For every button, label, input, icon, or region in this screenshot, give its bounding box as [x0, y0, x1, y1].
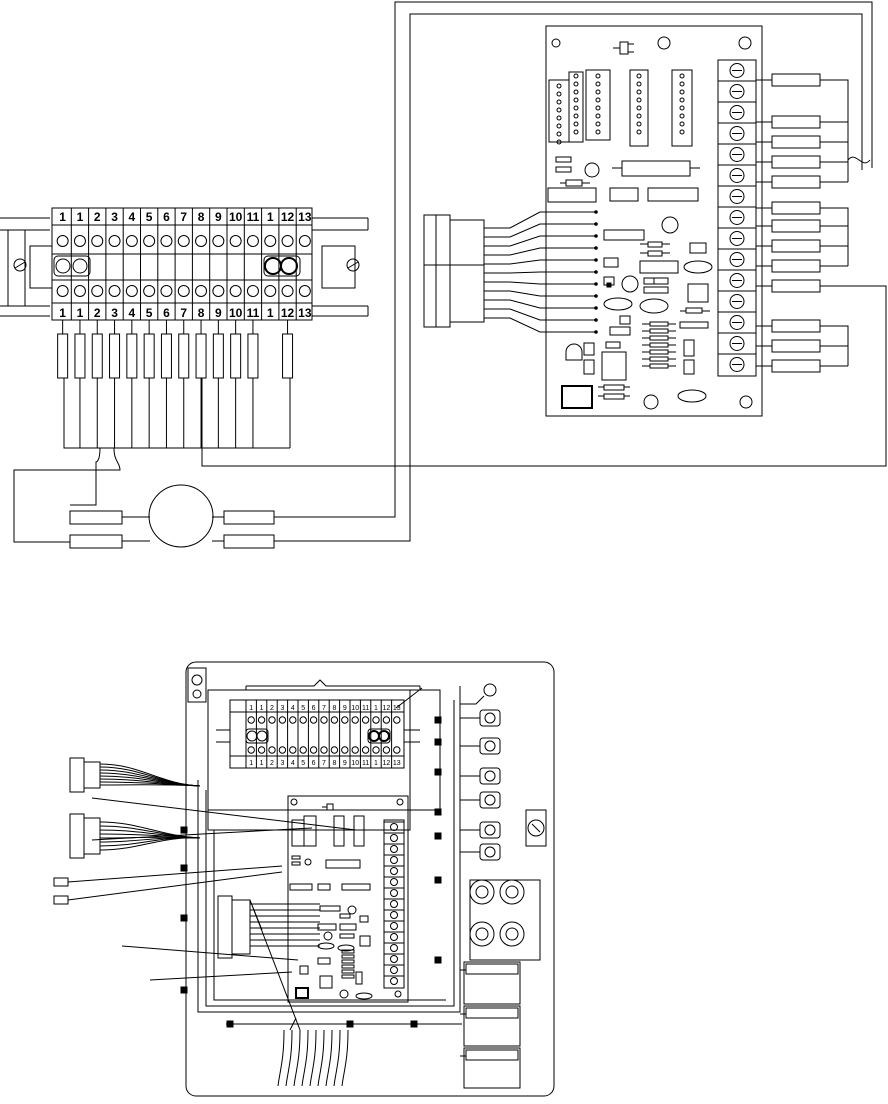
- small-terminal-label-top: 9: [343, 705, 347, 712]
- plug-icon: [613, 41, 634, 55]
- terminal-label-top: 1: [77, 210, 84, 224]
- small-terminal-label-top: 4: [291, 705, 295, 712]
- small-terminal-label-top: 2: [270, 705, 274, 712]
- small-terminal-label-top: 11: [362, 705, 369, 712]
- terminal-label-top: 7: [180, 210, 187, 224]
- terminal-label-top: 8: [198, 210, 205, 224]
- din-rail: [0, 217, 369, 317]
- small-terminal-label-top: 10: [351, 705, 359, 712]
- control-panel: [53, 661, 555, 1097]
- terminal-label-bottom: 6: [163, 306, 170, 320]
- terminal-label-bottom: 7: [180, 306, 187, 320]
- motor-icon: [69, 1, 873, 549]
- terminal-label-top: 1: [59, 210, 66, 224]
- terminal-label-bottom: 1: [267, 306, 274, 320]
- small-terminal-label-bottom: 2: [270, 760, 274, 767]
- terminal-label-top: 3: [111, 210, 118, 224]
- terminal-label-bottom: 11: [247, 306, 260, 320]
- small-terminal-label-top: 1: [260, 705, 264, 712]
- mount-screw-right: [346, 258, 360, 272]
- small-terminal-label-bottom: 7: [322, 760, 326, 767]
- small-terminal-label-bottom: 1: [260, 760, 264, 767]
- small-terminal-label-top: 5: [301, 705, 305, 712]
- small-terminal-label-bottom: 1: [249, 760, 253, 767]
- jumper-1-2: [53, 255, 91, 277]
- small-terminal-label-top: 13: [393, 705, 401, 712]
- terminal-label-bottom: 10: [229, 306, 243, 320]
- terminal-label-bottom: 12: [281, 306, 295, 320]
- control-board: [545, 25, 763, 417]
- terminal-label-top: 2: [94, 210, 101, 224]
- small-terminal-label-top: 6: [312, 705, 316, 712]
- small-terminal-label-top: 1: [374, 705, 378, 712]
- terminal-label-top: 11: [247, 210, 260, 224]
- terminal-label-bottom: 8: [198, 306, 205, 320]
- terminal-label-bottom: 9: [215, 306, 222, 320]
- small-terminal-label-bottom: 13: [393, 760, 401, 767]
- board-connector: [423, 210, 598, 334]
- small-terminal-label-top: 12: [383, 705, 391, 712]
- small-terminal-label-bottom: 3: [280, 760, 284, 767]
- wire-connectors: [57, 320, 294, 448]
- terminal-label-bottom: 5: [146, 306, 153, 320]
- terminal-label-top: 5: [146, 210, 153, 224]
- small-terminal-label-bottom: 1: [374, 760, 378, 767]
- terminal-label-top: 13: [298, 210, 312, 224]
- small-terminal-label-top: 7: [322, 705, 326, 712]
- ground-icon: [460, 683, 497, 705]
- terminal-label-bottom: 1: [59, 306, 66, 320]
- small-terminal-label-top: 1: [249, 705, 253, 712]
- small-terminal-label-top: 3: [280, 705, 284, 712]
- terminal-label-top: 12: [281, 210, 295, 224]
- terminal-label-bottom: 1: [77, 306, 84, 320]
- small-terminal-label-bottom: 4: [291, 760, 295, 767]
- terminal-strip-top: [51, 207, 313, 321]
- terminal-label-top: 1: [267, 210, 274, 224]
- small-terminal-label-bottom: 5: [301, 760, 305, 767]
- terminal-label-bottom: 13: [298, 306, 312, 320]
- terminal-label-bottom: 3: [111, 306, 118, 320]
- small-terminal-label-top: 8: [332, 705, 336, 712]
- relay-icon: [469, 879, 541, 961]
- terminal-label-top: 9: [215, 210, 222, 224]
- jumper-12-13: [263, 255, 301, 277]
- terminal-label-top: 4: [129, 210, 136, 224]
- small-terminal-label-bottom: 12: [383, 760, 391, 767]
- terminal-label-top: 10: [229, 210, 243, 224]
- terminal-label-top: 6: [163, 210, 170, 224]
- terminal-label-bottom: 2: [94, 306, 101, 320]
- small-terminal-label-bottom: 6: [312, 760, 316, 767]
- terminal-label-bottom: 4: [129, 306, 136, 320]
- mount-screw-left: [13, 258, 27, 272]
- small-terminal-label-bottom: 10: [351, 760, 359, 767]
- small-terminal-label-bottom: 11: [362, 760, 369, 767]
- small-terminal-label-bottom: 9: [343, 760, 347, 767]
- relay-terminals: [756, 73, 871, 373]
- small-terminal-label-bottom: 8: [332, 760, 336, 767]
